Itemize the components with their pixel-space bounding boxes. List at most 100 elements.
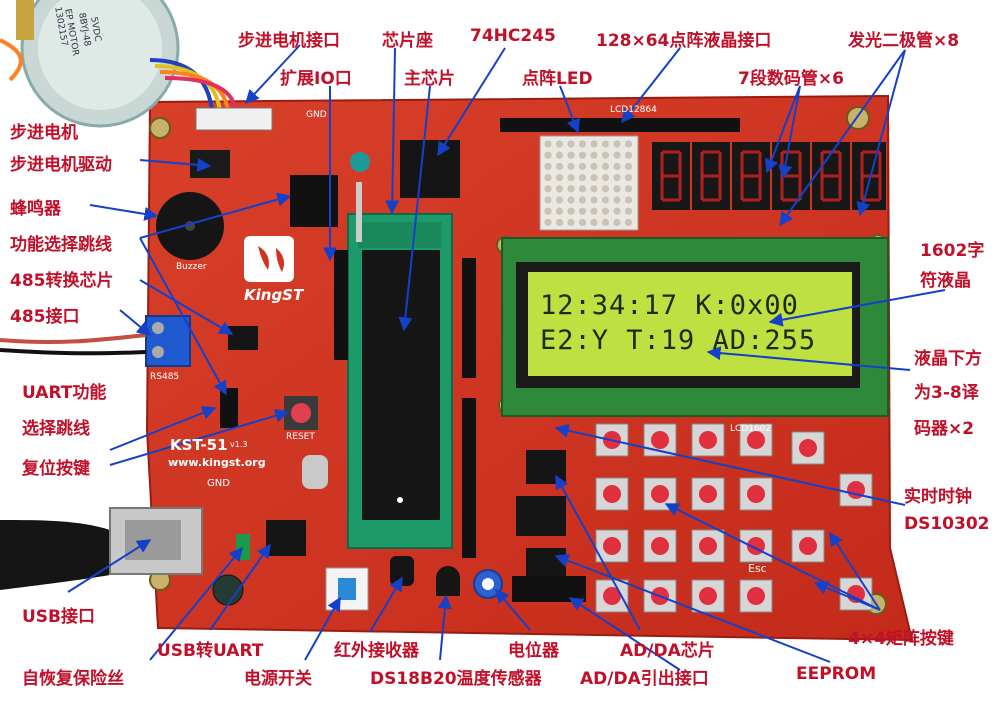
- label-func-jumper: 功能选择跳线: [10, 235, 112, 255]
- matrix-dot: [567, 140, 575, 148]
- stepper-motor: [16, 0, 180, 128]
- label-uart-jumper-1: UART功能: [22, 383, 107, 403]
- matrix-dot: [624, 218, 633, 226]
- seg-digit: [740, 150, 762, 202]
- label-decoder-1: 液晶下方: [914, 349, 982, 369]
- matrix-dot: [601, 207, 610, 215]
- matrix-dot: [590, 140, 598, 148]
- label-chip-socket: 芯片座: [382, 31, 433, 51]
- matrix-dot: [578, 196, 587, 204]
- label-io-expand: 扩展IO口: [280, 69, 352, 89]
- matrix-dot: [555, 151, 564, 159]
- board-version: v1.3: [230, 440, 248, 449]
- label-adda-port: AD/DA引出接口: [580, 669, 709, 689]
- keypad-button: [791, 431, 825, 465]
- matrix-dot: [555, 185, 564, 193]
- rtc-chip: [526, 450, 566, 484]
- brand-logo-box: [244, 236, 294, 282]
- matrix-dot: [567, 196, 575, 204]
- stepper-connector: [195, 107, 273, 131]
- board-brand: KingST: [244, 286, 304, 304]
- matrix-dot: [578, 151, 587, 159]
- seg-digit: [860, 150, 882, 202]
- matrix-dot: [613, 174, 621, 182]
- label-main-chip: 主芯片: [404, 69, 455, 89]
- adda-header: [512, 576, 586, 602]
- seg-digit: [660, 150, 682, 202]
- keypad-button: [595, 529, 629, 563]
- matrix-dot: [624, 196, 633, 204]
- keypad-button: [691, 529, 725, 563]
- matrix-dot: [555, 196, 564, 204]
- label-usb-port: USB接口: [22, 607, 96, 627]
- label-adda-chip: AD/DA芯片: [620, 641, 715, 661]
- keypad-button: [643, 529, 677, 563]
- main-chip-body: [362, 250, 440, 520]
- matrix-dot: [624, 185, 633, 193]
- lcd1602-screen: [528, 272, 852, 376]
- matrix-dot: [601, 162, 610, 170]
- label-dot-matrix: 点阵LED: [522, 69, 593, 89]
- matrix-dot: [624, 207, 633, 215]
- matrix-dot: [567, 218, 575, 226]
- matrix-dot: [578, 162, 587, 170]
- keypad-button: [691, 579, 725, 613]
- label-fuse: 自恢复保险丝: [22, 669, 124, 689]
- usb-cable: [0, 520, 110, 590]
- matrix-dot: [544, 185, 552, 193]
- keypad-button: [595, 423, 629, 457]
- keypad-button: [739, 579, 773, 613]
- board-model: KST-51: [170, 436, 228, 454]
- label-rs485-port: 485接口: [10, 307, 80, 327]
- label-matrix-keys: 4×4矩阵按键: [848, 629, 954, 649]
- matrix-dot: [578, 174, 587, 182]
- matrix-dot: [544, 151, 552, 159]
- label-stepper-port: 步进电机接口: [238, 31, 340, 51]
- motor-wires: [0, 38, 238, 113]
- seg-digit: [700, 150, 722, 202]
- matrix-dot: [624, 174, 633, 182]
- usb-uart-chip: [266, 520, 306, 556]
- matrix-dot: [590, 207, 598, 215]
- matrix-dot: [567, 151, 575, 159]
- label-power-switch: 电源开关: [244, 669, 312, 689]
- rs485-terminal: [145, 315, 191, 367]
- label-led-x8: 发光二极管×8: [848, 31, 960, 51]
- dot-matrix-led: [539, 135, 639, 231]
- matrix-dot: [544, 162, 552, 170]
- lcd12864-silk: LCD12864: [610, 105, 657, 115]
- matrix-dot: [578, 140, 587, 148]
- keypad-button: [691, 423, 725, 457]
- matrix-keypad: [595, 423, 873, 613]
- matrix-dot: [590, 196, 598, 204]
- ds18b20-sensor: [436, 566, 460, 596]
- matrix-dot: [613, 151, 621, 159]
- matrix-dot: [544, 207, 552, 215]
- label-stepper-motor: 步进电机: [10, 123, 78, 143]
- matrix-dot: [601, 185, 610, 193]
- label-ds18b20: DS18B20温度传感器: [370, 669, 542, 689]
- matrix-dot: [590, 162, 598, 170]
- label-lcd12864-port: 128×64点阵液晶接口: [596, 31, 772, 51]
- matrix-dot: [578, 207, 587, 215]
- eeprom-chip: [526, 548, 566, 576]
- matrix-dot: [544, 140, 552, 148]
- label-potentiometer: 电位器: [508, 641, 559, 661]
- matrix-dot: [578, 185, 587, 193]
- lcd1602-silk: LCD1602: [730, 424, 772, 434]
- label-lcd1602-1: 1602字: [920, 241, 985, 261]
- matrix-dot: [567, 174, 575, 182]
- matrix-dot: [601, 174, 610, 182]
- label-decoder-3: 码器×2: [914, 419, 975, 439]
- esc-silk: Esc: [748, 562, 767, 575]
- matrix-dot: [555, 162, 564, 170]
- label-ir-receiver: 红外接收器: [334, 641, 419, 661]
- matrix-dot: [613, 185, 621, 193]
- matrix-dot: [601, 151, 610, 159]
- label-lcd1602-2: 符液晶: [920, 271, 971, 291]
- label-buzzer: 蜂鸣器: [10, 199, 61, 219]
- keypad-button: [839, 473, 873, 507]
- keypad-button: [595, 477, 629, 511]
- crystal: [302, 455, 328, 489]
